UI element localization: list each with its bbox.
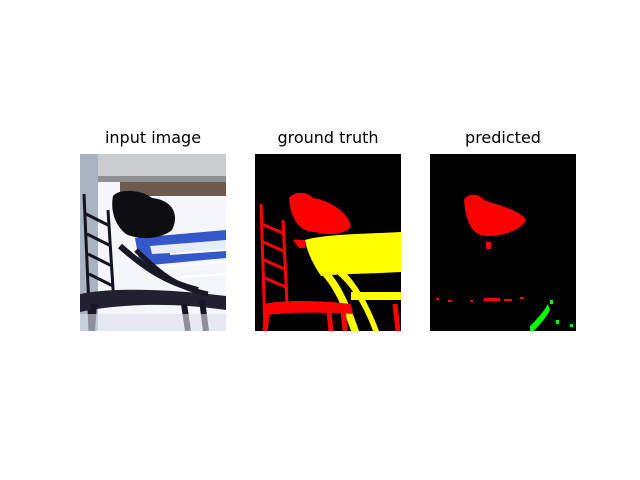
panel-title-predicted: predicted [465,128,541,147]
predicted-mask [430,154,576,331]
panel-title-ground-truth: ground truth [277,128,379,147]
panel-title-input: input image [104,128,202,147]
ground-truth-mask [255,154,401,331]
input-photo [80,154,226,331]
